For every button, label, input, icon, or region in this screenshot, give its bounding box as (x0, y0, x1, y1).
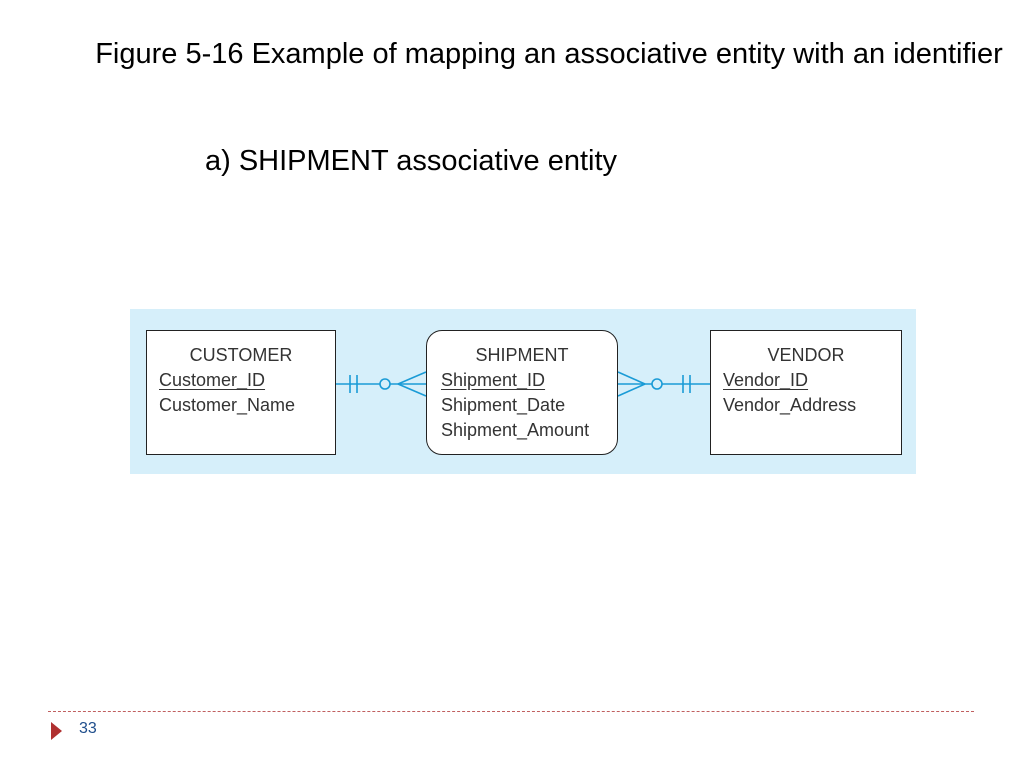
entity-attribute: Shipment_Date (441, 395, 566, 415)
crowfoot-lower (617, 383, 646, 397)
entity-name: SHIPMENT (475, 345, 569, 365)
optional-circle (379, 378, 391, 390)
footer-triangle-icon (51, 722, 62, 740)
slide-title: Figure 5-16 Example of mapping an associ… (95, 38, 1003, 70)
entity-vendor: VENDOR Vendor_ID Vendor_Address (710, 330, 902, 455)
crowfoot-upper (397, 371, 427, 385)
crowfoot-upper (617, 371, 646, 385)
slide-subtitle: a) SHIPMENT associative entity (205, 145, 618, 177)
relationship-lines (336, 371, 710, 397)
entity-attribute: Vendor_Address (723, 395, 857, 415)
entity-attribute: Customer_Name (159, 395, 296, 415)
erd-diagram: CUSTOMER Customer_ID Customer_Name SHIPM… (130, 309, 916, 474)
crowfoot-lower (397, 383, 427, 397)
entity-identifier: Shipment_ID (441, 370, 546, 390)
page-number: 33 (79, 720, 97, 737)
entity-attribute: Shipment_Amount (441, 420, 590, 440)
entity-shipment: SHIPMENT Shipment_ID Shipment_Date Shipm… (426, 330, 618, 455)
entity-customer: CUSTOMER Customer_ID Customer_Name (146, 330, 336, 455)
optional-circle (651, 378, 663, 390)
entity-name: VENDOR (767, 345, 845, 365)
entity-identifier: Vendor_ID (723, 370, 809, 390)
entity-name: CUSTOMER (189, 345, 293, 365)
footer-divider (48, 711, 974, 712)
entity-identifier: Customer_ID (159, 370, 266, 390)
